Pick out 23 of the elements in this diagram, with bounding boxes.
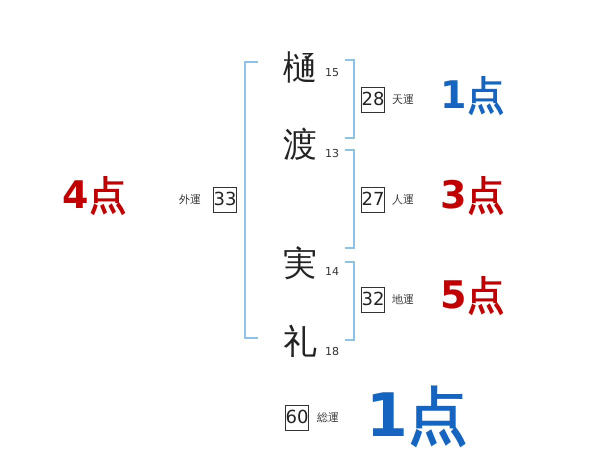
number-box: 33 <box>213 187 237 213</box>
rating-text: 5点 <box>440 276 504 314</box>
fortune-label: 地運 <box>392 294 414 305</box>
stroke-count: 15 <box>325 67 339 78</box>
fortune-label: 天運 <box>392 94 414 105</box>
number-box: 28 <box>361 87 385 113</box>
name-character: 渡 <box>283 128 317 162</box>
stroke-count: 18 <box>325 346 339 357</box>
stroke-count: 14 <box>325 266 339 277</box>
name-character: 礼 <box>283 325 317 359</box>
number-box: 32 <box>361 287 385 313</box>
name-character: 樋 <box>283 51 317 85</box>
stroke-count: 13 <box>325 148 339 159</box>
fortune-label: 外運 <box>179 194 201 205</box>
number-box: 27 <box>361 187 385 213</box>
fortune-label: 人運 <box>392 194 414 205</box>
rating-text: 4点 <box>62 176 126 214</box>
name-character: 実 <box>283 247 317 281</box>
fortune-label: 総運 <box>317 412 339 423</box>
number-box: 60 <box>285 405 309 431</box>
rating-text: 3点 <box>440 176 504 214</box>
rating-text: 1点 <box>440 76 504 114</box>
rating-text: 1点 <box>366 386 468 446</box>
